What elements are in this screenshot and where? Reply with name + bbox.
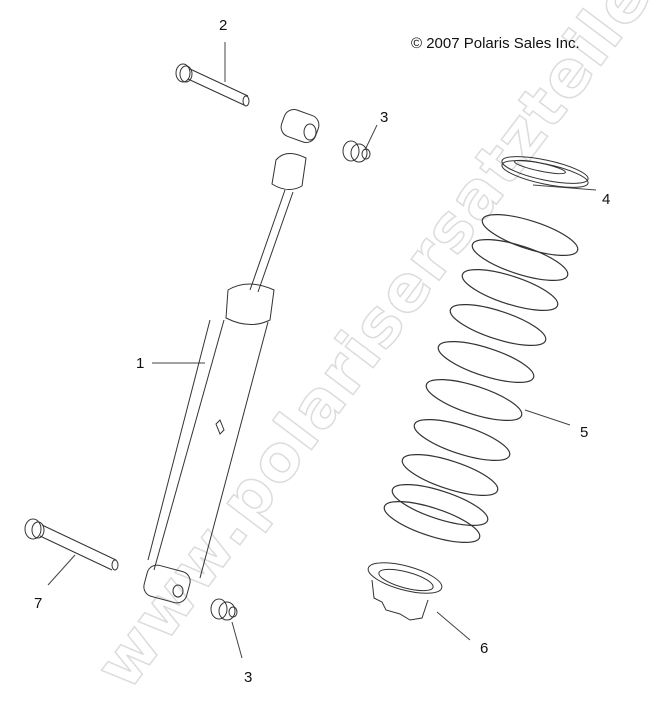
coil-spring-drawing <box>383 214 579 543</box>
leader-lines <box>47 42 597 659</box>
callout-7-lower-bolt: 7 <box>34 595 43 612</box>
callout-5-coil-spring: 5 <box>580 424 589 441</box>
callout-3-upper-nut: 3 <box>380 109 389 126</box>
callout-2-upper-bolt: 2 <box>219 17 228 34</box>
callout-6-lower-spring-seat: 6 <box>480 640 489 657</box>
upper-bolt-drawing <box>175 63 250 107</box>
callout-4-spring-retainer: 4 <box>602 191 611 208</box>
spring-retainer-drawing <box>501 156 589 188</box>
lower-spring-seat-drawing <box>367 562 443 621</box>
callout-3-lower-nut: 3 <box>244 669 253 686</box>
lower-bolt-drawing <box>24 518 119 571</box>
callout-1-shock-absorber: 1 <box>136 355 145 372</box>
shock-absorber-drawing <box>143 109 320 604</box>
lower-nut-drawing <box>210 598 238 621</box>
copyright-notice: © 2007 Polaris Sales Inc. <box>411 35 580 52</box>
upper-nut-drawing <box>342 140 371 163</box>
